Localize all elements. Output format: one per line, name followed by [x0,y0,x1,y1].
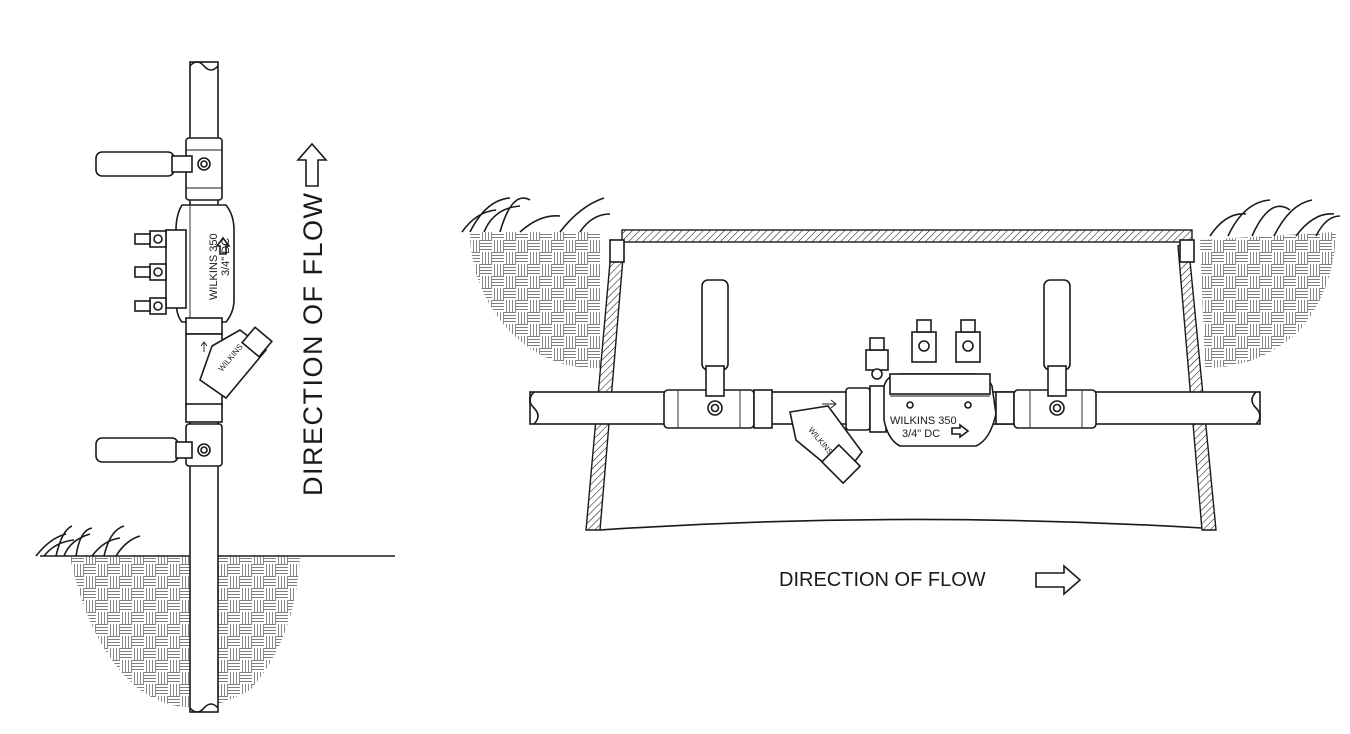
left-valve-size: 3/4" DC [220,238,232,276]
right-soil-left [470,232,600,369]
left-grass-icon [35,525,141,557]
left-valve-flow-arrow-icon [215,236,231,255]
right-y-strainer: WILKINS [789,405,864,485]
right-valve-brand: WILKINS 350 [890,415,957,427]
bolt-icon [197,157,211,171]
right-outlet-shutoff-valve [1013,279,1097,429]
right-inlet-shutoff-valve [663,279,755,429]
left-vertical-installation: WILKINS 350 3/4" DC WILKINS DIRECTION OF… [35,61,395,713]
right-test-cocks [865,319,981,380]
right-flow-arrow-icon [1035,564,1082,596]
right-outlet-valve-handle [1043,279,1071,371]
bolt-icon [197,443,211,457]
left-lower-valve-handle [95,437,179,463]
right-soil-right [1200,232,1336,368]
left-test-cocks [134,230,167,315]
bolt-icon [707,400,723,416]
right-grass-icon [461,197,1341,237]
bolt-icon [1049,400,1065,416]
right-vault-installation: WILKINS WILKINS 350 3/4" DC [461,197,1341,596]
left-flow-label: DIRECTION OF FLOW [298,192,328,497]
left-flow-arrow-icon [296,142,328,187]
left-backflow-preventer: WILKINS 350 3/4" DC [134,204,235,335]
right-valve-size: 3/4" DC [902,428,940,440]
left-upper-shutoff-valve [95,137,223,201]
left-valve-brand: WILKINS 350 [208,233,220,300]
left-y-strainer: WILKINS [185,326,273,423]
right-inlet-valve-handle [701,279,729,371]
right-union-coupling [753,385,887,433]
vault-lid [609,229,1195,263]
right-valve-flow-arrow-icon [951,423,970,439]
left-upper-valve-handle [95,151,175,177]
right-flow-label: DIRECTION OF FLOW [779,569,986,591]
left-lower-shutoff-valve [95,423,223,467]
right-backflow-preventer: WILKINS 350 3/4" DC [865,319,1015,447]
